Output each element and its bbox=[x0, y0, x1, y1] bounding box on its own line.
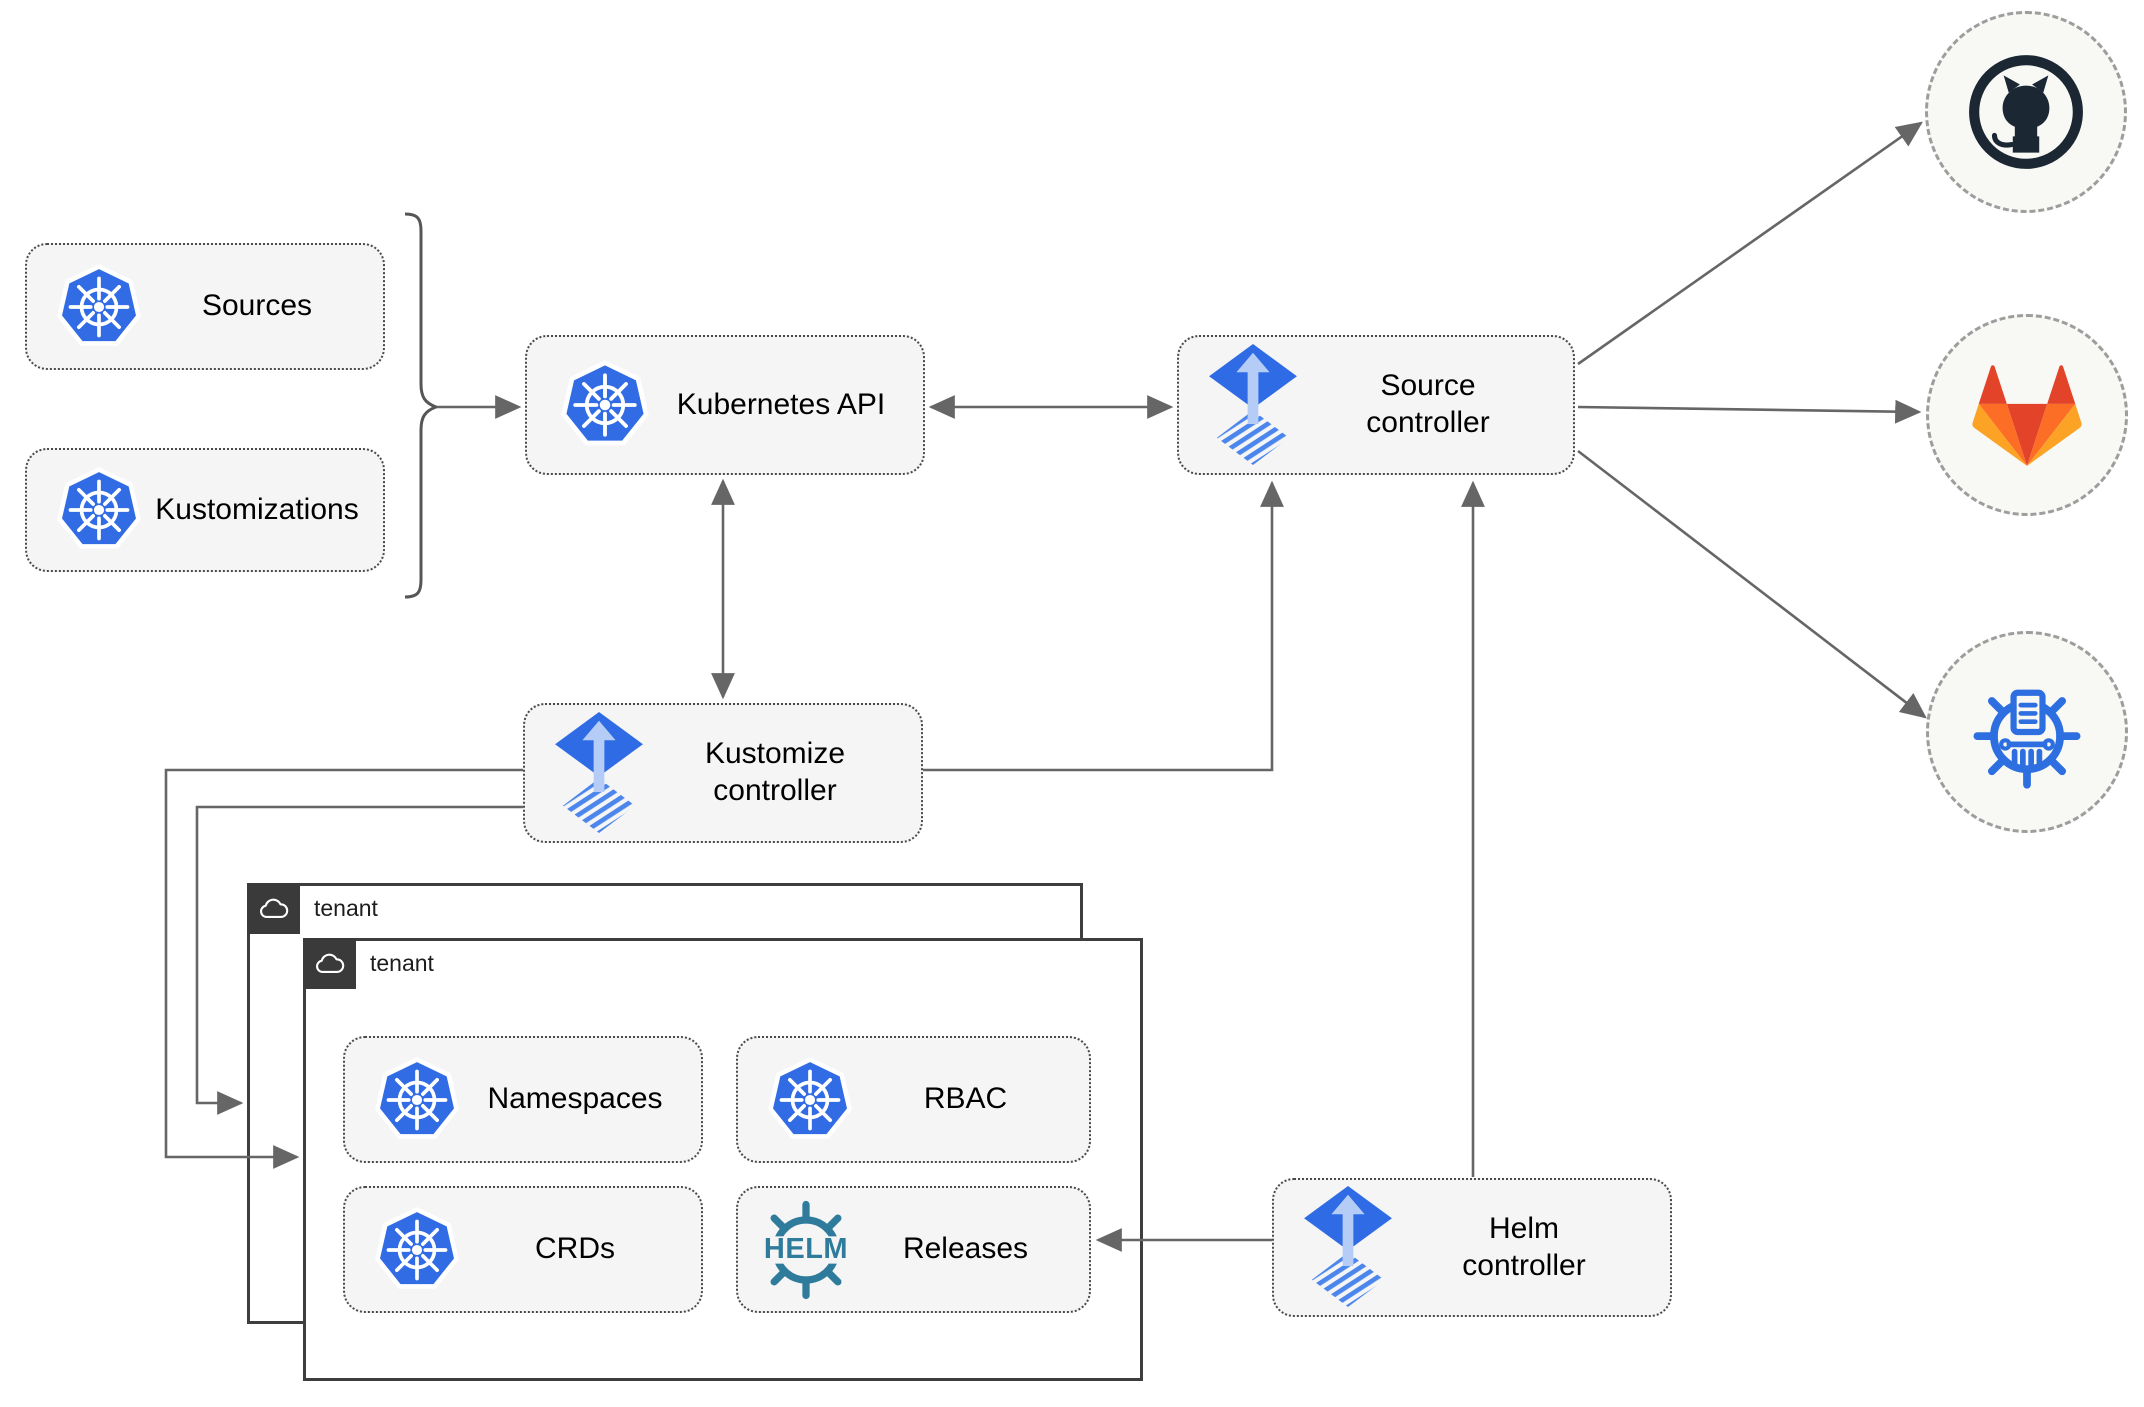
tenant-inner-tab bbox=[303, 938, 356, 989]
node-label: Kustomize controller bbox=[643, 736, 921, 809]
helm-icon: HELM bbox=[756, 1200, 856, 1300]
gitlab-icon bbox=[1972, 365, 2082, 466]
arrow-kustomize-to-source bbox=[923, 480, 1284, 772]
helm-logo-text: HELM bbox=[763, 1232, 849, 1265]
kubernetes-icon bbox=[371, 1054, 463, 1146]
node-kubernetes-api: Kubernetes API bbox=[525, 335, 925, 475]
node-crds: CRDs bbox=[343, 1186, 703, 1313]
node-label: Releases bbox=[902, 1232, 1029, 1266]
flux-icon bbox=[1209, 344, 1297, 467]
endpoint-github bbox=[1925, 11, 2127, 213]
node-kustomizations: Kustomizations bbox=[25, 448, 385, 572]
tenant-box-inner: tenant Namespaces RBAC CRDs HELM bbox=[303, 938, 1143, 1381]
node-rbac: RBAC bbox=[736, 1036, 1091, 1163]
node-label: Namespaces bbox=[487, 1082, 663, 1116]
node-label-line: controller bbox=[1462, 1248, 1586, 1282]
brace-sources-group bbox=[404, 212, 441, 599]
tenant-inner-label: tenant bbox=[370, 950, 434, 976]
endpoint-chartmuseum bbox=[1926, 631, 2128, 833]
chartmuseum-icon bbox=[1965, 670, 2089, 794]
node-label-line: Source bbox=[1380, 369, 1476, 403]
arrow-source-to-gitlab bbox=[1577, 399, 1922, 424]
endpoint-gitlab bbox=[1926, 314, 2128, 516]
node-label: CRDs bbox=[535, 1232, 615, 1266]
cloud-icon bbox=[258, 898, 290, 920]
cloud-icon bbox=[314, 953, 346, 975]
node-label-line: controller bbox=[713, 774, 837, 807]
node-label-line: Helm bbox=[1488, 1211, 1559, 1245]
flux-icon bbox=[555, 712, 643, 835]
tenant-outer-label: tenant bbox=[314, 895, 378, 921]
node-label-line: controller bbox=[1366, 406, 1490, 439]
node-label-line: Kustomize bbox=[704, 737, 846, 771]
node-namespaces: Namespaces bbox=[343, 1036, 703, 1163]
kubernetes-icon bbox=[53, 261, 145, 353]
node-label: Kustomizations bbox=[155, 492, 359, 526]
node-label: Kubernetes API bbox=[676, 387, 886, 421]
github-icon bbox=[1965, 51, 2087, 173]
arrow-source-to-chartmuseum bbox=[1577, 449, 1927, 719]
kubernetes-icon bbox=[557, 357, 653, 453]
node-label: Helm controller bbox=[1392, 1211, 1670, 1284]
kubernetes-icon bbox=[371, 1204, 463, 1296]
node-label: Sources bbox=[201, 289, 313, 323]
node-releases: HELM Releases bbox=[736, 1186, 1091, 1313]
arrow-source-to-github bbox=[1577, 121, 1923, 366]
flux-icon bbox=[1304, 1186, 1392, 1309]
node-kustomize-controller: Kustomize controller bbox=[523, 703, 923, 843]
node-label: RBAC bbox=[923, 1082, 1008, 1116]
kubernetes-icon bbox=[764, 1054, 856, 1146]
node-source-controller: Source controller bbox=[1177, 335, 1575, 475]
node-sources: Sources bbox=[25, 243, 385, 370]
node-label: Source controller bbox=[1297, 368, 1573, 441]
kubernetes-icon bbox=[53, 464, 145, 556]
node-helm-controller: Helm controller bbox=[1272, 1178, 1672, 1317]
tenant-outer-tab bbox=[247, 883, 300, 934]
